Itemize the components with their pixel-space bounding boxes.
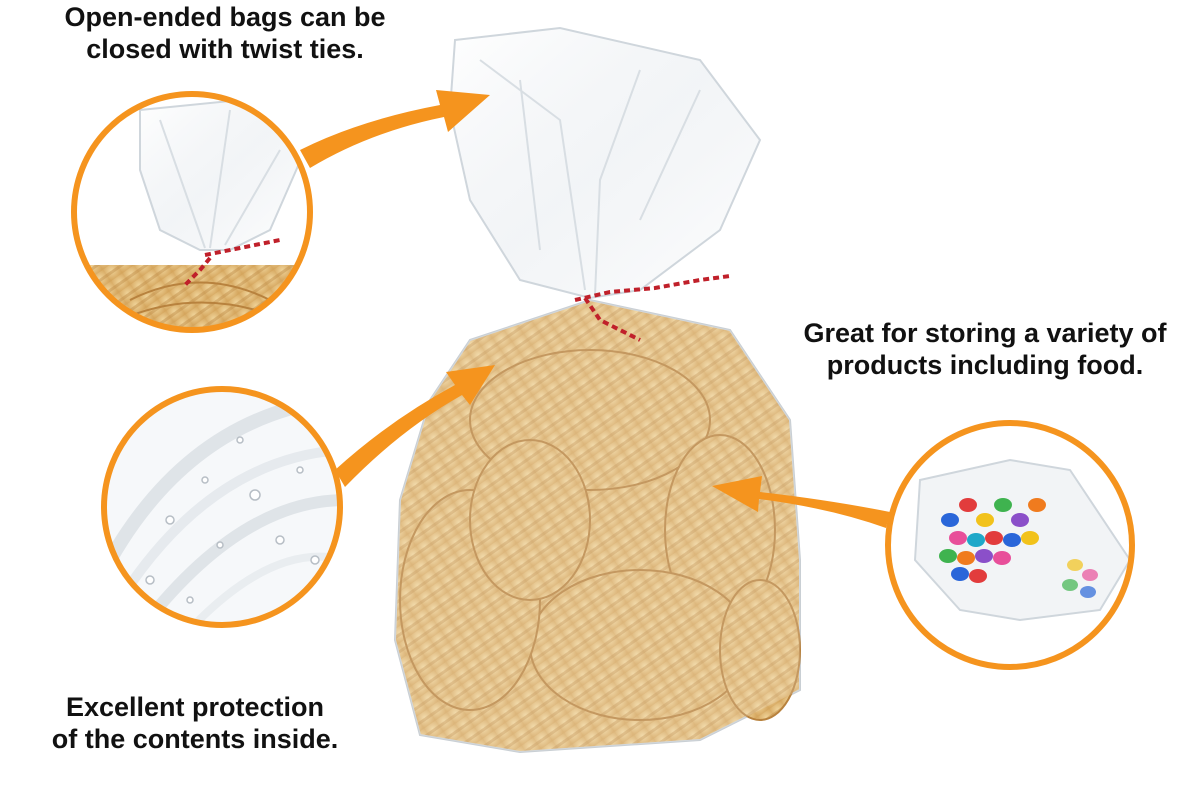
caption-twist-ties: Open-ended bags can be closed with twist…: [40, 2, 410, 66]
caption-variety-line-2: products including food.: [826, 349, 1144, 380]
right-arrow-icon: [712, 476, 890, 528]
twist-tie: [574, 274, 731, 342]
caption-protection-line-1: Excellent protection: [65, 692, 325, 722]
detail-circle-twist-tie: [71, 91, 313, 333]
caption-twist-ties-line-2: closed with twist ties.: [86, 33, 364, 64]
right-arrow-icon: [335, 365, 495, 487]
water-droplets: [145, 436, 320, 604]
right-arrow-icon: [300, 90, 490, 168]
candies: [939, 498, 1098, 598]
caption-variety: Great for storing a variety of products …: [770, 318, 1200, 382]
detail-circle-protection: [101, 386, 343, 628]
callout-arrows: [300, 90, 890, 528]
main-bag: [393, 26, 801, 754]
detail-circle-candy: [885, 420, 1135, 670]
caption-twist-ties-line-1: Open-ended bags can be: [64, 2, 386, 32]
caption-variety-line-1: Great for storing a variety of: [803, 318, 1167, 348]
caption-protection-line-2: of the contents inside.: [51, 723, 339, 754]
caption-protection: Excellent protection of the contents ins…: [30, 692, 360, 756]
chips: [399, 349, 801, 721]
